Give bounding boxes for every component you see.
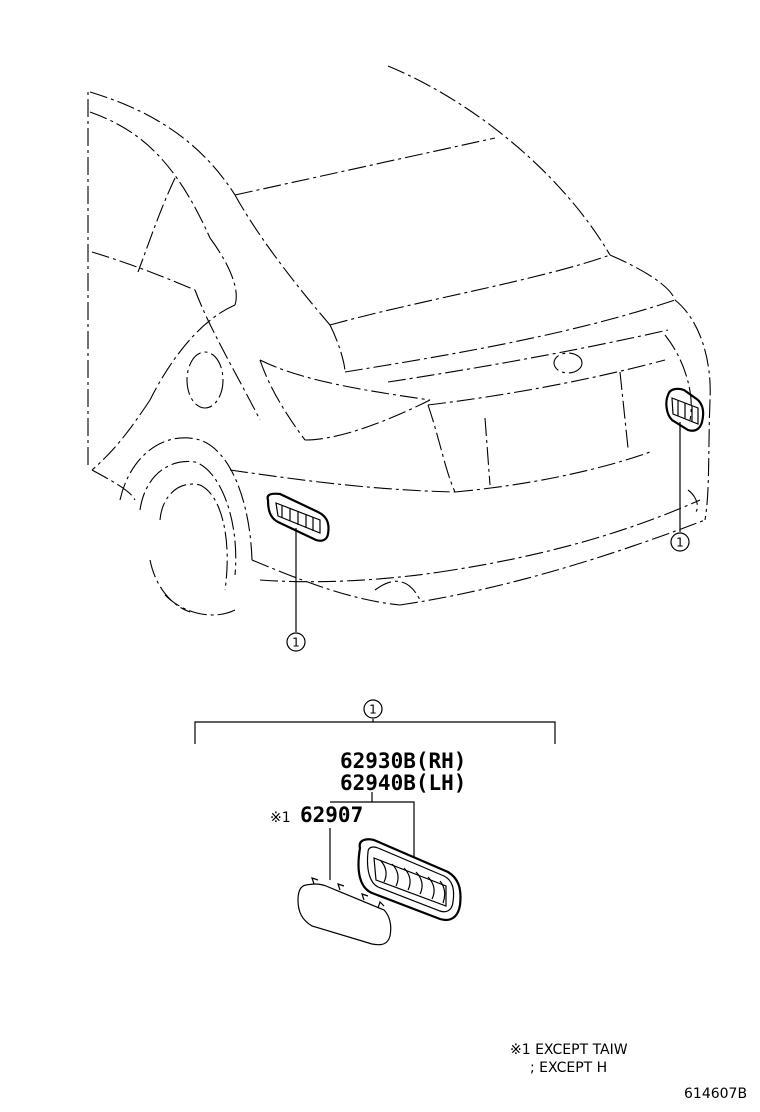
part-number-cover: 62907 (300, 803, 363, 827)
grille-exploded (357, 838, 462, 922)
part-number-grille-rh: 62930B(RH) (340, 749, 466, 773)
exploded-group: 1 62930B(RH) 62940B(LH) ※1 62907 (194, 699, 556, 880)
part-number-grille-lh: 62940B(LH) (340, 771, 466, 795)
note-line-2: ; EXCEPT H (530, 1060, 607, 1076)
note-line-1: ※1 EXCEPT TAIW (510, 1042, 628, 1058)
svg-text:1: 1 (676, 536, 684, 550)
grille-on-car-rh (665, 387, 705, 432)
svg-text:1: 1 (369, 703, 377, 717)
cover-exploded (297, 877, 392, 946)
callout-1-group: 1 (363, 699, 383, 719)
illustration-id: 614607B (684, 1086, 747, 1102)
callout-1-rh: 1 (670, 532, 690, 552)
callout-1-lh: 1 (286, 632, 306, 652)
car-rear-outline (87, 65, 711, 616)
cover-condition-marker: ※1 (270, 810, 291, 826)
grille-on-car-lh (266, 492, 330, 542)
svg-text:1: 1 (292, 636, 300, 650)
